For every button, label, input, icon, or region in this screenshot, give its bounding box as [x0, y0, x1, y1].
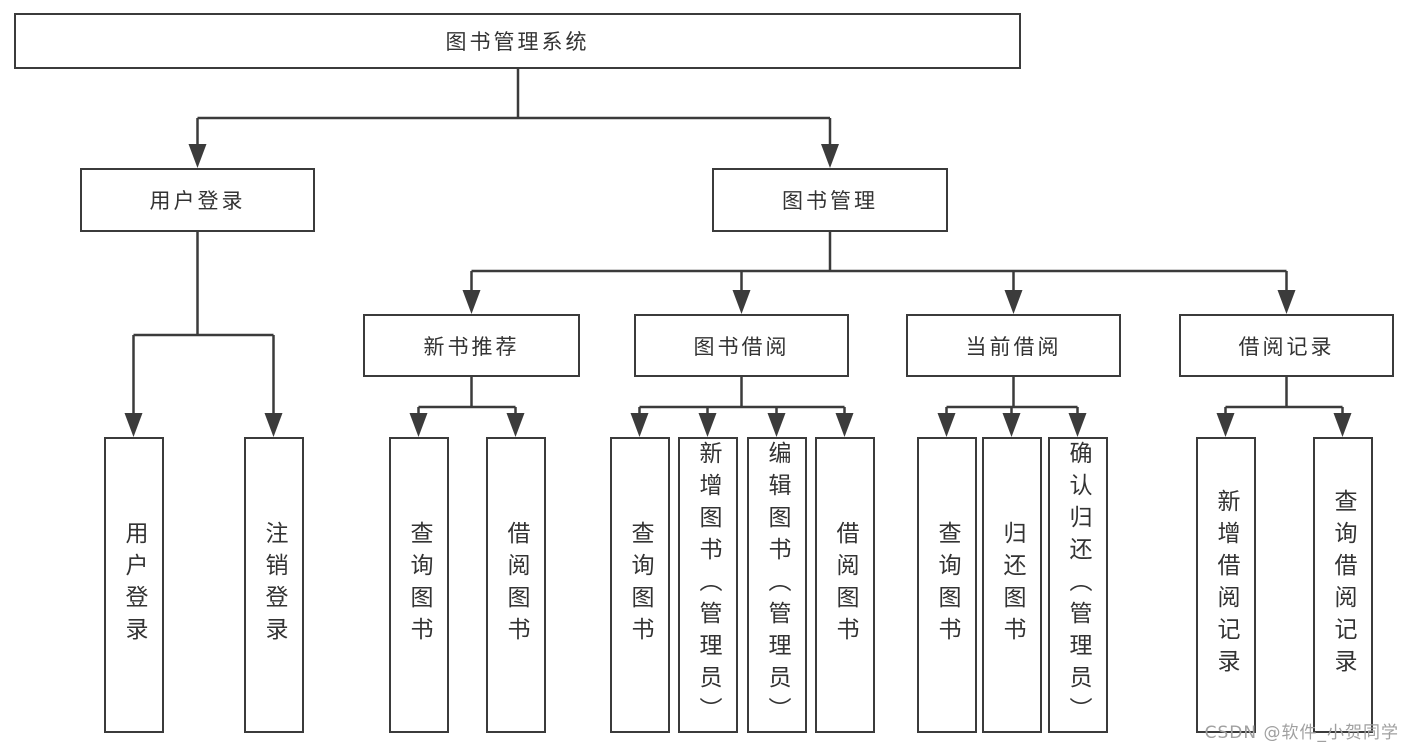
- leaf-records-add-record: 新增借阅记录: [1195, 437, 1256, 733]
- node-book-borrow-label: 图书借阅: [693, 334, 790, 359]
- leaf-borrow-query-book-label: 查询图书: [627, 521, 653, 649]
- leaf-recommend-borrow-book: 借阅图书: [485, 437, 546, 733]
- csdn-watermark: CSDN @软件_小贺同学: [1204, 723, 1399, 743]
- leaf-current-query-book-label: 查询图书: [934, 521, 960, 649]
- leaf-records-query-record-label: 查询借阅记录: [1330, 489, 1356, 681]
- leaf-borrow-query-book: 查询图书: [609, 437, 670, 733]
- leaf-records-add-record-label: 新增借阅记录: [1213, 489, 1239, 681]
- leaf-borrow-edit-book-admin-label: 编辑图书（管理员）: [764, 441, 790, 729]
- leaf-user-login: 用户登录: [103, 437, 164, 733]
- node-book-management: 图书管理: [712, 168, 948, 232]
- node-current-borrow-label: 当前借阅: [965, 334, 1062, 359]
- leaf-logout: 注销登录: [243, 437, 304, 733]
- leaf-current-confirm-return-admin-label: 确认归还（管理员）: [1065, 441, 1091, 729]
- leaf-records-query-record: 查询借阅记录: [1312, 437, 1373, 733]
- node-library-system-label: 图书管理系统: [445, 30, 590, 54]
- node-current-borrow: 当前借阅: [906, 314, 1121, 377]
- node-new-book-recommend-label: 新书推荐: [423, 334, 520, 359]
- node-borrow-records: 借阅记录: [1179, 314, 1394, 377]
- leaf-current-return-book: 归还图书: [981, 437, 1042, 733]
- leaf-current-query-book: 查询图书: [916, 437, 977, 733]
- leaf-borrow-borrow-book: 借阅图书: [814, 437, 875, 733]
- leaf-borrow-add-book-admin-label: 新增图书（管理员）: [695, 441, 721, 729]
- node-borrow-records-label: 借阅记录: [1238, 334, 1335, 359]
- node-user-login: 用户登录: [80, 168, 315, 232]
- node-book-borrow: 图书借阅: [634, 314, 849, 377]
- leaf-logout-label: 注销登录: [261, 521, 287, 649]
- leaf-borrow-borrow-book-label: 借阅图书: [832, 521, 858, 649]
- leaf-recommend-borrow-book-label: 借阅图书: [503, 521, 529, 649]
- leaf-borrow-add-book-admin: 新增图书（管理员）: [677, 437, 738, 733]
- leaf-recommend-query-book-label: 查询图书: [406, 521, 432, 649]
- leaf-current-return-book-label: 归还图书: [999, 521, 1025, 649]
- leaf-recommend-query-book: 查询图书: [388, 437, 449, 733]
- node-user-login-label: 用户登录: [149, 189, 246, 213]
- node-book-management-label: 图书管理: [782, 189, 878, 213]
- node-library-system: 图书管理系统: [14, 13, 1021, 69]
- leaf-current-confirm-return-admin: 确认归还（管理员）: [1047, 437, 1108, 733]
- leaf-user-login-label: 用户登录: [121, 521, 147, 649]
- node-new-book-recommend: 新书推荐: [363, 314, 580, 377]
- leaf-borrow-edit-book-admin: 编辑图书（管理员）: [746, 437, 807, 733]
